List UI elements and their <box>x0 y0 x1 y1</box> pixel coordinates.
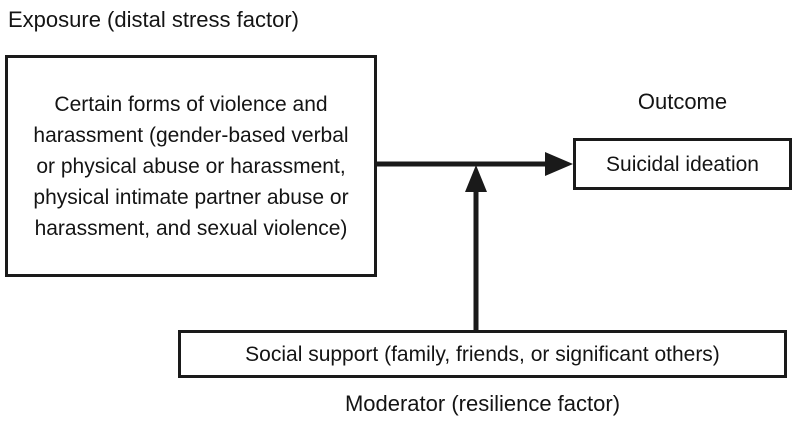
moderator-to-path-arrow-head <box>465 165 487 192</box>
outcome-section-label: Outcome <box>637 89 728 114</box>
outcome-node: Suicidal ideation <box>573 138 792 190</box>
exposure-to-outcome-arrow <box>377 152 573 176</box>
exposure-node-text: Certain forms of violence and harassment… <box>33 92 349 240</box>
moderator-to-path-arrow <box>465 165 487 330</box>
outcome-node-text: Suicidal ideation <box>606 152 759 176</box>
exposure-section-label: Exposure (distal stress factor) <box>8 7 299 32</box>
moderator-section-label: Moderator (resilience factor) <box>344 391 621 416</box>
exposure-node: Certain forms of violence and harassment… <box>5 55 377 277</box>
moderator-node-text: Social support (family, friends, or sign… <box>245 342 720 366</box>
exposure-to-outcome-arrow-head <box>545 152 573 176</box>
moderator-node: Social support (family, friends, or sign… <box>178 330 787 378</box>
